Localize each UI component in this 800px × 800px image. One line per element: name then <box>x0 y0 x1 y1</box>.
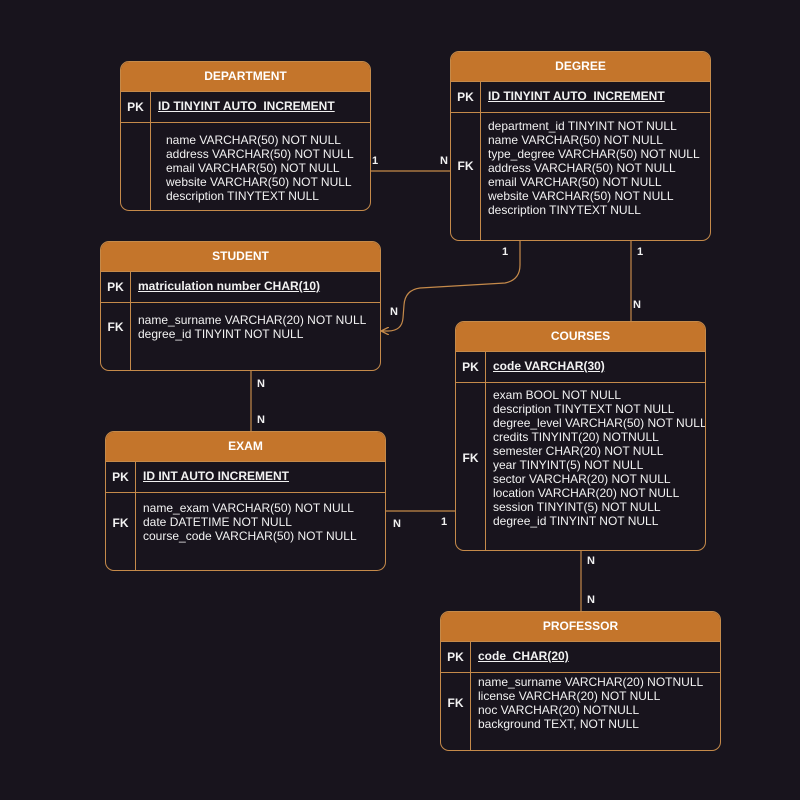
primary-key-row: PK code VARCHAR(30) <box>456 352 705 383</box>
field: type_degree VARCHAR(50) NOT NULL <box>488 147 700 161</box>
attributes-section: FK name_exam VARCHAR(50) NOT NULL date D… <box>106 493 385 570</box>
field: name_exam VARCHAR(50) NOT NULL <box>143 501 354 515</box>
pk-label: PK <box>457 90 474 104</box>
field-list: name_surname VARCHAR(20) NOT NULL degree… <box>138 313 366 341</box>
field: sector VARCHAR(20) NOT NULL <box>493 472 671 486</box>
field: website VARCHAR(50) NOT NULL <box>488 189 674 203</box>
entity-exam[interactable]: EXAM PK ID INT AUTO INCREMENT FK name_ex… <box>105 431 386 571</box>
field: department_id TINYINT NOT NULL <box>488 119 677 133</box>
field: name_surname VARCHAR(20) NOT NULL <box>138 313 367 327</box>
primary-key-row: PK ID TINYINT AUTO_INCREMENT <box>451 82 710 113</box>
pk-field: ID TINYINT AUTO_INCREMENT <box>158 99 335 113</box>
fk-label: FK <box>112 516 129 530</box>
field: name_surname VARCHAR(20) NOTNULL <box>478 675 704 689</box>
field: license VARCHAR(20) NOT NULL <box>478 689 661 703</box>
field: name VARCHAR(50) NOT NULL <box>166 133 341 147</box>
cardinality-courses-professor-from: N <box>587 555 595 567</box>
fk-label: FK <box>462 451 479 465</box>
entity-professor[interactable]: PROFESSOR PK code_CHAR(20) FK name_surna… <box>440 611 721 751</box>
cardinality-exam-courses-to: 1 <box>441 516 448 528</box>
pk-label: PK <box>447 650 464 664</box>
entity-title: PROFESSOR <box>441 612 720 642</box>
attributes-section: FK exam BOOL NOT NULL description TINYTE… <box>456 383 706 550</box>
entity-degree[interactable]: DEGREE PK ID TINYINT AUTO_INCREMENT FK d… <box>450 51 711 241</box>
pk-label: PK <box>127 100 144 114</box>
pk-field: code_CHAR(20) <box>478 649 569 663</box>
cardinality-degree-student-from: 1 <box>502 246 509 258</box>
field: email VARCHAR(50) NOT NULL <box>488 175 662 189</box>
field: address VARCHAR(50) NOT NULL <box>166 147 354 161</box>
field: email VARCHAR(50) NOT NULL <box>166 161 340 175</box>
field-list: exam BOOL NOT NULL description TINYTEXT … <box>493 388 706 528</box>
entity-title: DEGREE <box>451 52 710 82</box>
attributes-section: name VARCHAR(50) NOT NULL address VARCHA… <box>121 123 370 210</box>
attributes-section: FK name_surname VARCHAR(20) NOTNULL lice… <box>441 673 720 750</box>
cardinality-degree-courses-from: 1 <box>637 246 644 258</box>
field-list: name_exam VARCHAR(50) NOT NULL date DATE… <box>143 501 357 543</box>
field-list: name_surname VARCHAR(20) NOTNULL license… <box>478 675 703 731</box>
field: credits TINYINT(20) NOTNULL <box>493 430 659 444</box>
pk-label: PK <box>462 360 479 374</box>
field: description TINYTEXT NULL <box>488 203 641 217</box>
pk-field: matriculation number CHAR(10) <box>138 279 321 293</box>
cardinality-department-degree-from: 1 <box>372 155 379 167</box>
entity-title: DEPARTMENT <box>121 62 370 92</box>
field: noc VARCHAR(20) NOTNULL <box>478 703 640 717</box>
fk-label: FK <box>447 696 464 710</box>
fk-label: FK <box>457 159 474 173</box>
attributes-section: FK name_surname VARCHAR(20) NOT NULL deg… <box>101 303 380 370</box>
pk-label: PK <box>107 280 124 294</box>
pk-label: PK <box>112 470 129 484</box>
primary-key-row: PK ID INT AUTO INCREMENT <box>106 462 385 493</box>
cardinality-student-exam-to: N <box>257 414 265 426</box>
field: background TEXT, NOT NULL <box>478 717 639 731</box>
field: degree_id TINYINT NOT NULL <box>138 327 304 341</box>
field-list: department_id TINYINT NOT NULL name VARC… <box>488 119 700 217</box>
field: degree_level VARCHAR(50) NOT NULL <box>493 416 706 430</box>
field: website VARCHAR(50) NOT NULL <box>166 175 352 189</box>
cardinality-student-exam-from: N <box>257 378 265 390</box>
fk-label: FK <box>107 320 124 334</box>
cardinality-degree-student-to: N <box>390 306 398 318</box>
cardinality-courses-professor-to: N <box>587 594 595 606</box>
field: description TINYTEXT NULL <box>166 189 319 203</box>
field: name VARCHAR(50) NOT NULL <box>488 133 663 147</box>
pk-field: ID INT AUTO INCREMENT <box>143 469 289 483</box>
field: session TINYINT(5) NOT NULL <box>493 500 661 514</box>
primary-key-row: PK matriculation number CHAR(10) <box>101 272 380 303</box>
pk-field: code VARCHAR(30) <box>493 359 605 373</box>
entity-title: EXAM <box>106 432 385 462</box>
field: degree_id TINYINT NOT NULL <box>493 514 659 528</box>
field: location VARCHAR(20) NOT NULL <box>493 486 680 500</box>
entity-courses[interactable]: COURSES PK code VARCHAR(30) FK exam BOOL… <box>455 321 706 551</box>
field: address VARCHAR(50) NOT NULL <box>488 161 676 175</box>
field-list: name VARCHAR(50) NOT NULL address VARCHA… <box>166 133 354 203</box>
field: year TINYINT(5) NOT NULL <box>493 458 644 472</box>
entity-student[interactable]: STUDENT PK matriculation number CHAR(10)… <box>100 241 381 371</box>
field: semester CHAR(20) NOT NULL <box>493 444 664 458</box>
cardinality-department-degree-to: N <box>440 155 448 167</box>
pk-field: ID TINYINT AUTO_INCREMENT <box>488 89 665 103</box>
line-degree-student <box>382 241 521 331</box>
attributes-section: FK department_id TINYINT NOT NULL name V… <box>451 113 710 240</box>
field: date DATETIME NOT NULL <box>143 515 292 529</box>
field: exam BOOL NOT NULL <box>493 388 622 402</box>
field: course_code VARCHAR(50) NOT NULL <box>143 529 357 543</box>
primary-key-row: PK code_CHAR(20) <box>441 642 720 673</box>
cardinality-exam-courses-from: N <box>393 518 401 530</box>
entity-title: STUDENT <box>101 242 380 272</box>
entity-department[interactable]: DEPARTMENT PK ID TINYINT AUTO_INCREMENT … <box>120 61 371 211</box>
field: description TINYTEXT NOT NULL <box>493 402 675 416</box>
entity-title: COURSES <box>456 322 705 352</box>
cardinality-degree-courses-to: N <box>633 299 641 311</box>
primary-key-row: PK ID TINYINT AUTO_INCREMENT <box>121 92 370 123</box>
